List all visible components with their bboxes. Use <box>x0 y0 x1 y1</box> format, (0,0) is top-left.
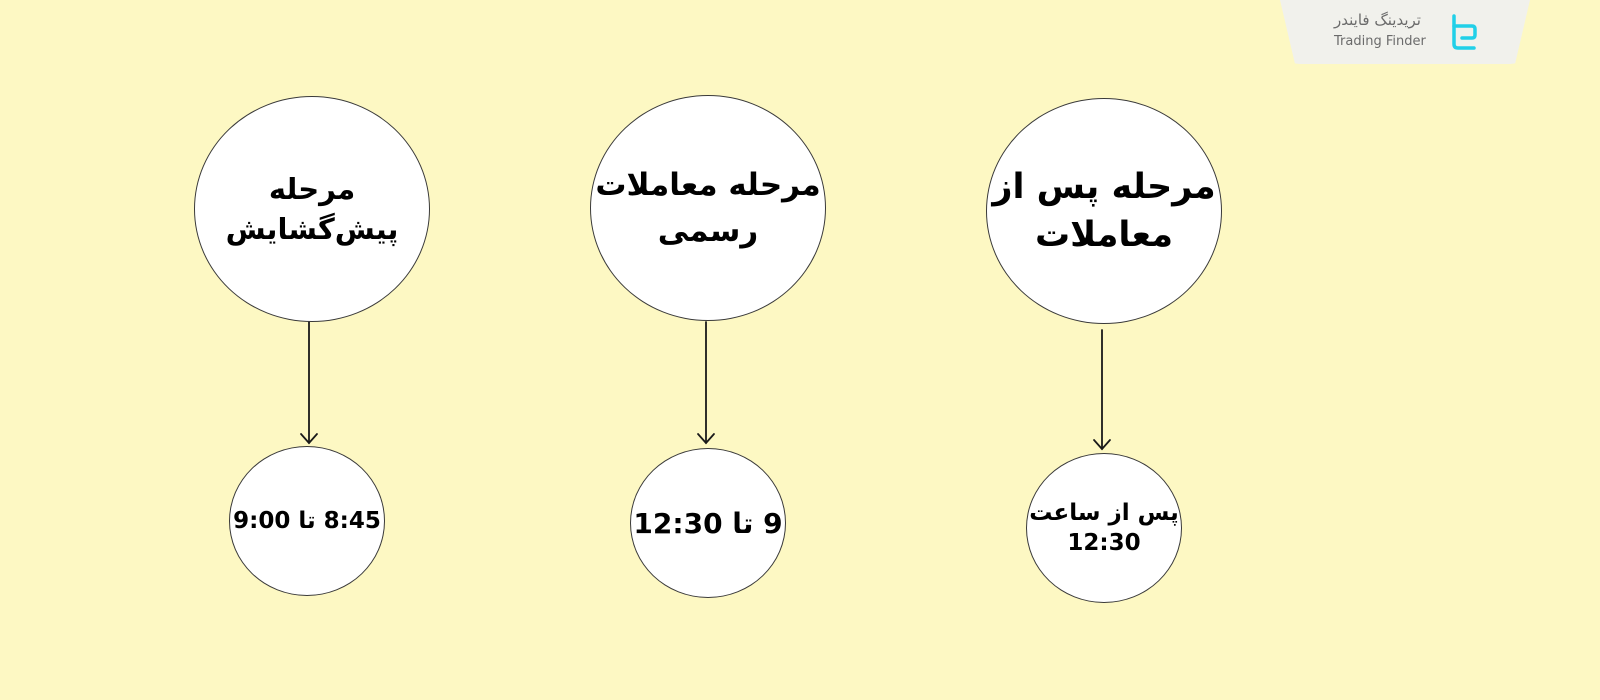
stage-post-trading-title: مرحله پس از معاملات <box>992 163 1215 259</box>
stage-title-line2: پیش‌گشایش <box>225 212 399 246</box>
stage-post-trading-time-circle: پس از ساعت 12:30 <box>1026 453 1182 603</box>
stage-post-trading-time: پس از ساعت 12:30 <box>1029 498 1179 558</box>
arrowhead-stage-post-trading <box>1093 439 1111 451</box>
stage-time-line2: 12:30 <box>1067 530 1141 556</box>
stage-post-trading-circle: مرحله پس از معاملات <box>986 98 1222 324</box>
brand-name-en: Trading Finder <box>1334 34 1426 49</box>
stage-time-line1: 9 تا 12:30 <box>633 506 783 540</box>
stage-time-line1: 8:45 تا 9:00 <box>233 508 381 534</box>
stage-official-title: مرحله معاملات رسمی <box>595 162 820 254</box>
stage-title-line2: رسمی <box>657 213 759 249</box>
stage-official-time: 9 تا 12:30 <box>633 507 782 540</box>
stage-title-line1: مرحله <box>268 172 356 206</box>
stage-pre-opening-time: 8:45 تا 9:00 <box>233 508 381 534</box>
stage-official-circle: مرحله معاملات رسمی <box>590 95 826 321</box>
stage-title-line2: معاملات <box>1035 215 1173 255</box>
stage-official-time-circle: 9 تا 12:30 <box>630 448 786 598</box>
arrowhead-stage-pre-opening <box>300 433 318 445</box>
arrowhead-stage-official <box>697 433 715 445</box>
stage-pre-opening-time-circle: 8:45 تا 9:00 <box>229 446 385 596</box>
stage-title-line1: مرحله پس از <box>992 167 1216 207</box>
stage-time-line1: پس از ساعت <box>1029 500 1179 526</box>
stage-pre-opening-circle: مرحله پیش‌گشایش <box>194 96 430 322</box>
stage-pre-opening-title: مرحله پیش‌گشایش <box>226 169 399 249</box>
stage-title-line1: مرحله معاملات <box>595 167 821 203</box>
brand-logo-panel <box>1280 0 1530 64</box>
brand-name-fa: تریدینگ فایندر <box>1334 11 1421 29</box>
trading-finder-logo-icon <box>1452 14 1477 50</box>
brand-logo-text: تریدینگ فایندر Trading Finder <box>1334 10 1444 51</box>
